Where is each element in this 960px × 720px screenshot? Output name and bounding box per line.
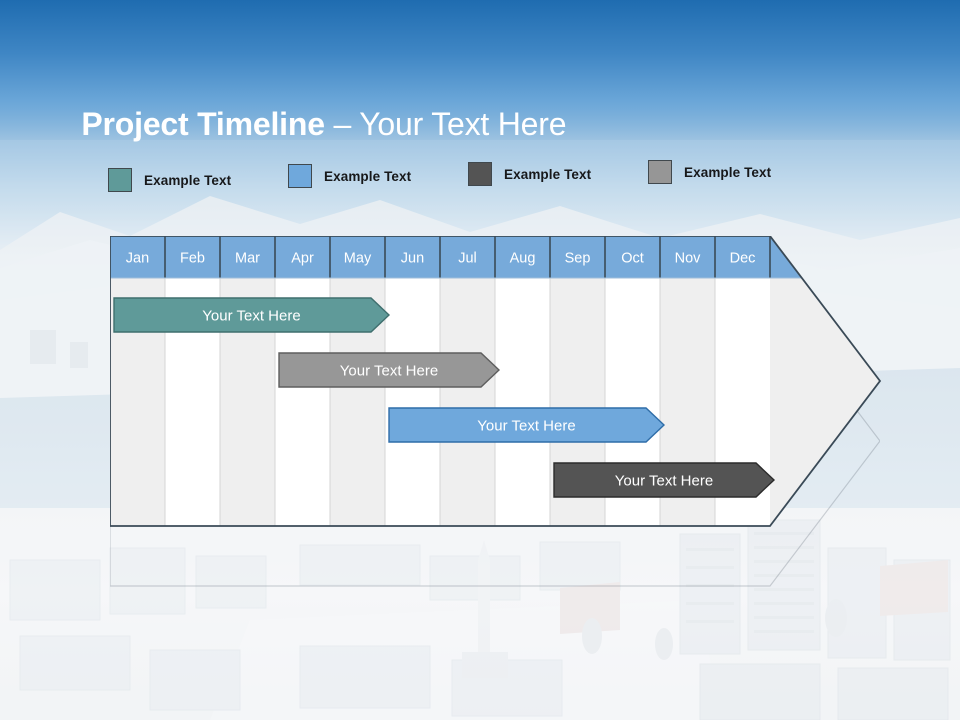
legend-label-4: Example Text [684,164,772,180]
timeline-bar-2[interactable]: Your Text Here [278,352,501,388]
legend-label-2: Example Text [324,168,412,184]
month-header-mar: Mar [235,251,260,267]
month-header-may: May [344,251,372,267]
legend-swatch-2 [288,164,312,188]
legend-item-2[interactable]: Example Text [288,164,411,188]
legend-label-1: Example Text [144,172,232,188]
title-band [0,0,960,140]
timeline-bar-label-2: Your Text Here [340,363,438,380]
month-header-feb: Feb [180,251,205,267]
timeline-column-aug [495,278,550,526]
month-header-dec: Dec [730,251,756,267]
month-header-jan: Jan [126,251,149,267]
month-header-sep: Sep [565,251,591,267]
legend-swatch-3 [468,162,492,186]
page-title-separator: – [324,106,360,142]
timeline-bar-1[interactable]: Your Text Here [113,297,391,333]
timeline-column-jun [385,278,440,526]
month-header-jul: Jul [458,251,477,267]
timeline-ghost-outline [110,296,880,588]
legend-swatch-4 [648,160,672,184]
month-header-apr: Apr [291,251,314,267]
legend-item-4[interactable]: Example Text [648,160,771,184]
month-header-nov: Nov [675,251,702,267]
page-title-bold: Project Timeline [81,106,325,142]
timeline-bar-label-4: Your Text Here [615,473,713,490]
legend-label-3: Example Text [504,166,592,182]
page-title-light: Your Text Here [359,106,567,142]
timeline-arrow-outline [110,236,882,527]
legend-swatch-1 [108,168,132,192]
timeline-column-jul [440,278,495,526]
timeline-bar-3[interactable]: Your Text Here [388,407,666,443]
timeline-bar-label-3: Your Text Here [477,418,575,435]
month-header-aug: Aug [510,251,536,267]
month-header-oct: Oct [621,251,644,267]
legend-item-1[interactable]: Example Text [108,168,231,192]
legend-item-3[interactable]: Example Text [468,162,591,186]
page-title: Project Timeline – Your Text Here [64,58,566,146]
timeline-bar-4[interactable]: Your Text Here [553,462,776,498]
month-header-jun: Jun [401,251,424,267]
timeline-bar-label-1: Your Text Here [202,308,300,325]
